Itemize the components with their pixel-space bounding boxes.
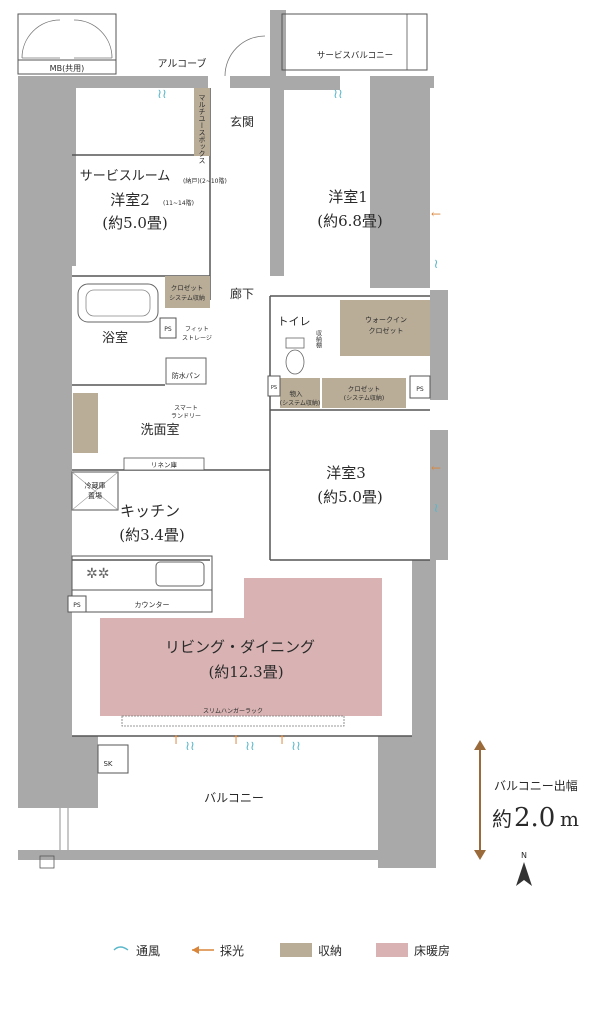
washroom-label: 洗面室 xyxy=(140,422,179,438)
fit-storage-label: フィット xyxy=(185,326,209,333)
ps-shaft-3 xyxy=(267,375,281,397)
service-room-note: (納戸)(2~10階) xyxy=(183,177,227,185)
storage-areas xyxy=(73,88,430,453)
sink xyxy=(155,561,205,587)
fridge-label: 冷蔵庫 xyxy=(85,481,106,490)
service-balcony-label: サービスバルコニー xyxy=(317,51,393,61)
living-label: リビング・ダイニング xyxy=(165,638,315,656)
sk-sink xyxy=(97,744,129,774)
svg-text:≀≀: ≀≀ xyxy=(333,87,343,102)
room1-size: (約6.8畳) xyxy=(317,212,383,230)
closet-system-label: クロゼット xyxy=(171,283,204,292)
kitchen-size: (約3.4畳) xyxy=(119,526,185,544)
north-label: N xyxy=(521,851,527,860)
balcony-hatch xyxy=(39,855,55,869)
bathtub xyxy=(77,283,159,323)
ps-label-1: PS xyxy=(164,326,172,333)
room1-label: 洋室1 xyxy=(328,188,368,206)
ps-label-2: PS xyxy=(416,386,424,393)
svg-text:↑: ↑ xyxy=(277,733,287,747)
floor-heating-area xyxy=(100,578,382,716)
storage-system-sub: (システム収納) xyxy=(280,399,321,407)
mb-closet: MB(共用) xyxy=(17,13,117,75)
svg-text:≀: ≀ xyxy=(434,257,439,272)
balcony-depth-value: 2.0 xyxy=(514,803,555,833)
svg-text:↑: ↑ xyxy=(171,733,181,747)
sk-label: SK xyxy=(103,760,112,768)
storage-system-label: 物入 xyxy=(290,389,304,398)
floor-heating-swatch-icon xyxy=(376,943,408,957)
fridge-sub: 置場 xyxy=(88,491,102,500)
toilet-fixture xyxy=(285,337,305,375)
light-markers: ← ← ↑ ↑ ↑ xyxy=(171,207,441,747)
waterproof-pan-label: 防水パン xyxy=(172,371,200,380)
svg-text:←: ← xyxy=(431,461,441,475)
walkin-label: ウォークイン xyxy=(365,316,407,324)
legend-label-2: 収納 xyxy=(318,944,342,958)
room3-size: (約5.0畳) xyxy=(317,488,383,506)
ps-shaft-2 xyxy=(409,375,431,399)
closet3-sub: (システム収納) xyxy=(344,394,385,402)
fridge-space xyxy=(71,471,119,511)
walls xyxy=(18,76,448,868)
alcove-label: アルコーブ xyxy=(157,57,206,70)
service-balcony-outline xyxy=(281,13,428,71)
multi-use-box-label: マルチユースボックス xyxy=(198,94,206,164)
room3-label: 洋室3 xyxy=(326,464,366,482)
walkin-sub: クロゼット xyxy=(369,326,404,335)
slim-rack-label: スリムハンガーラック xyxy=(203,707,263,715)
closet3-label: クロゼット xyxy=(348,384,381,393)
stove-burner-icon: ✲✲ xyxy=(86,566,109,582)
hallway-label: 廊下 xyxy=(230,286,254,301)
closet-system-sub: システム収納 xyxy=(169,294,205,302)
ventilation-swirl-icon xyxy=(113,946,129,951)
balcony-depth-unit: m xyxy=(560,807,579,831)
ps-label-3: PS xyxy=(271,385,277,391)
service-room-label: サービスルーム xyxy=(80,169,171,184)
legend-label-3: 床暖房 xyxy=(414,943,450,958)
ventilation-markers: ≀≀ ≀≀ ≀ ≀ ≀≀ ≀≀ ≀≀ xyxy=(157,87,438,754)
storage-swatch-icon xyxy=(280,943,312,957)
balcony-depth-label: バルコニー出幅 xyxy=(494,778,578,793)
legend: 通風 採光 収納 床暖房 xyxy=(113,943,450,958)
linen-cabinet xyxy=(123,457,205,471)
smart-laundry-label: スマート xyxy=(174,405,198,412)
balcony-label: バルコニー xyxy=(204,791,264,805)
living-size: (約12.3畳) xyxy=(208,663,283,681)
room2-size: (約5.0畳) xyxy=(102,214,168,232)
ps-shaft-1 xyxy=(159,317,177,339)
bath-label: 浴室 xyxy=(102,330,128,346)
north-compass-icon: N xyxy=(516,851,532,886)
legend-label-0: 通風 xyxy=(136,944,160,958)
ps-shaft-4 xyxy=(67,595,87,613)
svg-text:≀≀: ≀≀ xyxy=(185,739,195,754)
room2-note: (11~14階) xyxy=(163,199,194,207)
svg-text:≀≀: ≀≀ xyxy=(291,739,301,754)
svg-text:≀: ≀ xyxy=(434,501,439,516)
linen-label: リネン庫 xyxy=(151,460,178,469)
svg-text:↑: ↑ xyxy=(231,733,241,747)
entrance-door-swing xyxy=(224,35,266,77)
legend-label-1: 採光 xyxy=(220,944,244,958)
kitchen-label: キッチン xyxy=(120,502,180,520)
smart-laundry-sub: ランドリー xyxy=(171,413,201,420)
toilet-label: トイレ xyxy=(278,315,311,328)
mb-label: MB(共用) xyxy=(50,64,85,73)
slim-rack xyxy=(121,715,345,727)
fit-storage-sub: ストレージ xyxy=(182,335,212,342)
ps-label-4: PS xyxy=(73,602,81,609)
storage-small-label: 収納棚 xyxy=(315,330,322,349)
balcony-depth-prefix: 約 xyxy=(492,807,512,831)
entrance-label: 玄関 xyxy=(230,114,254,129)
waterproof-pan xyxy=(165,357,207,385)
svg-text:≀≀: ≀≀ xyxy=(157,87,167,102)
counter-label: カウンター xyxy=(135,600,170,609)
partitions xyxy=(72,88,430,737)
room2-label: 洋室2 xyxy=(110,191,150,209)
light-arrow-icon xyxy=(192,946,214,954)
svg-text:←: ← xyxy=(431,207,441,221)
svg-text:≀≀: ≀≀ xyxy=(245,739,255,754)
